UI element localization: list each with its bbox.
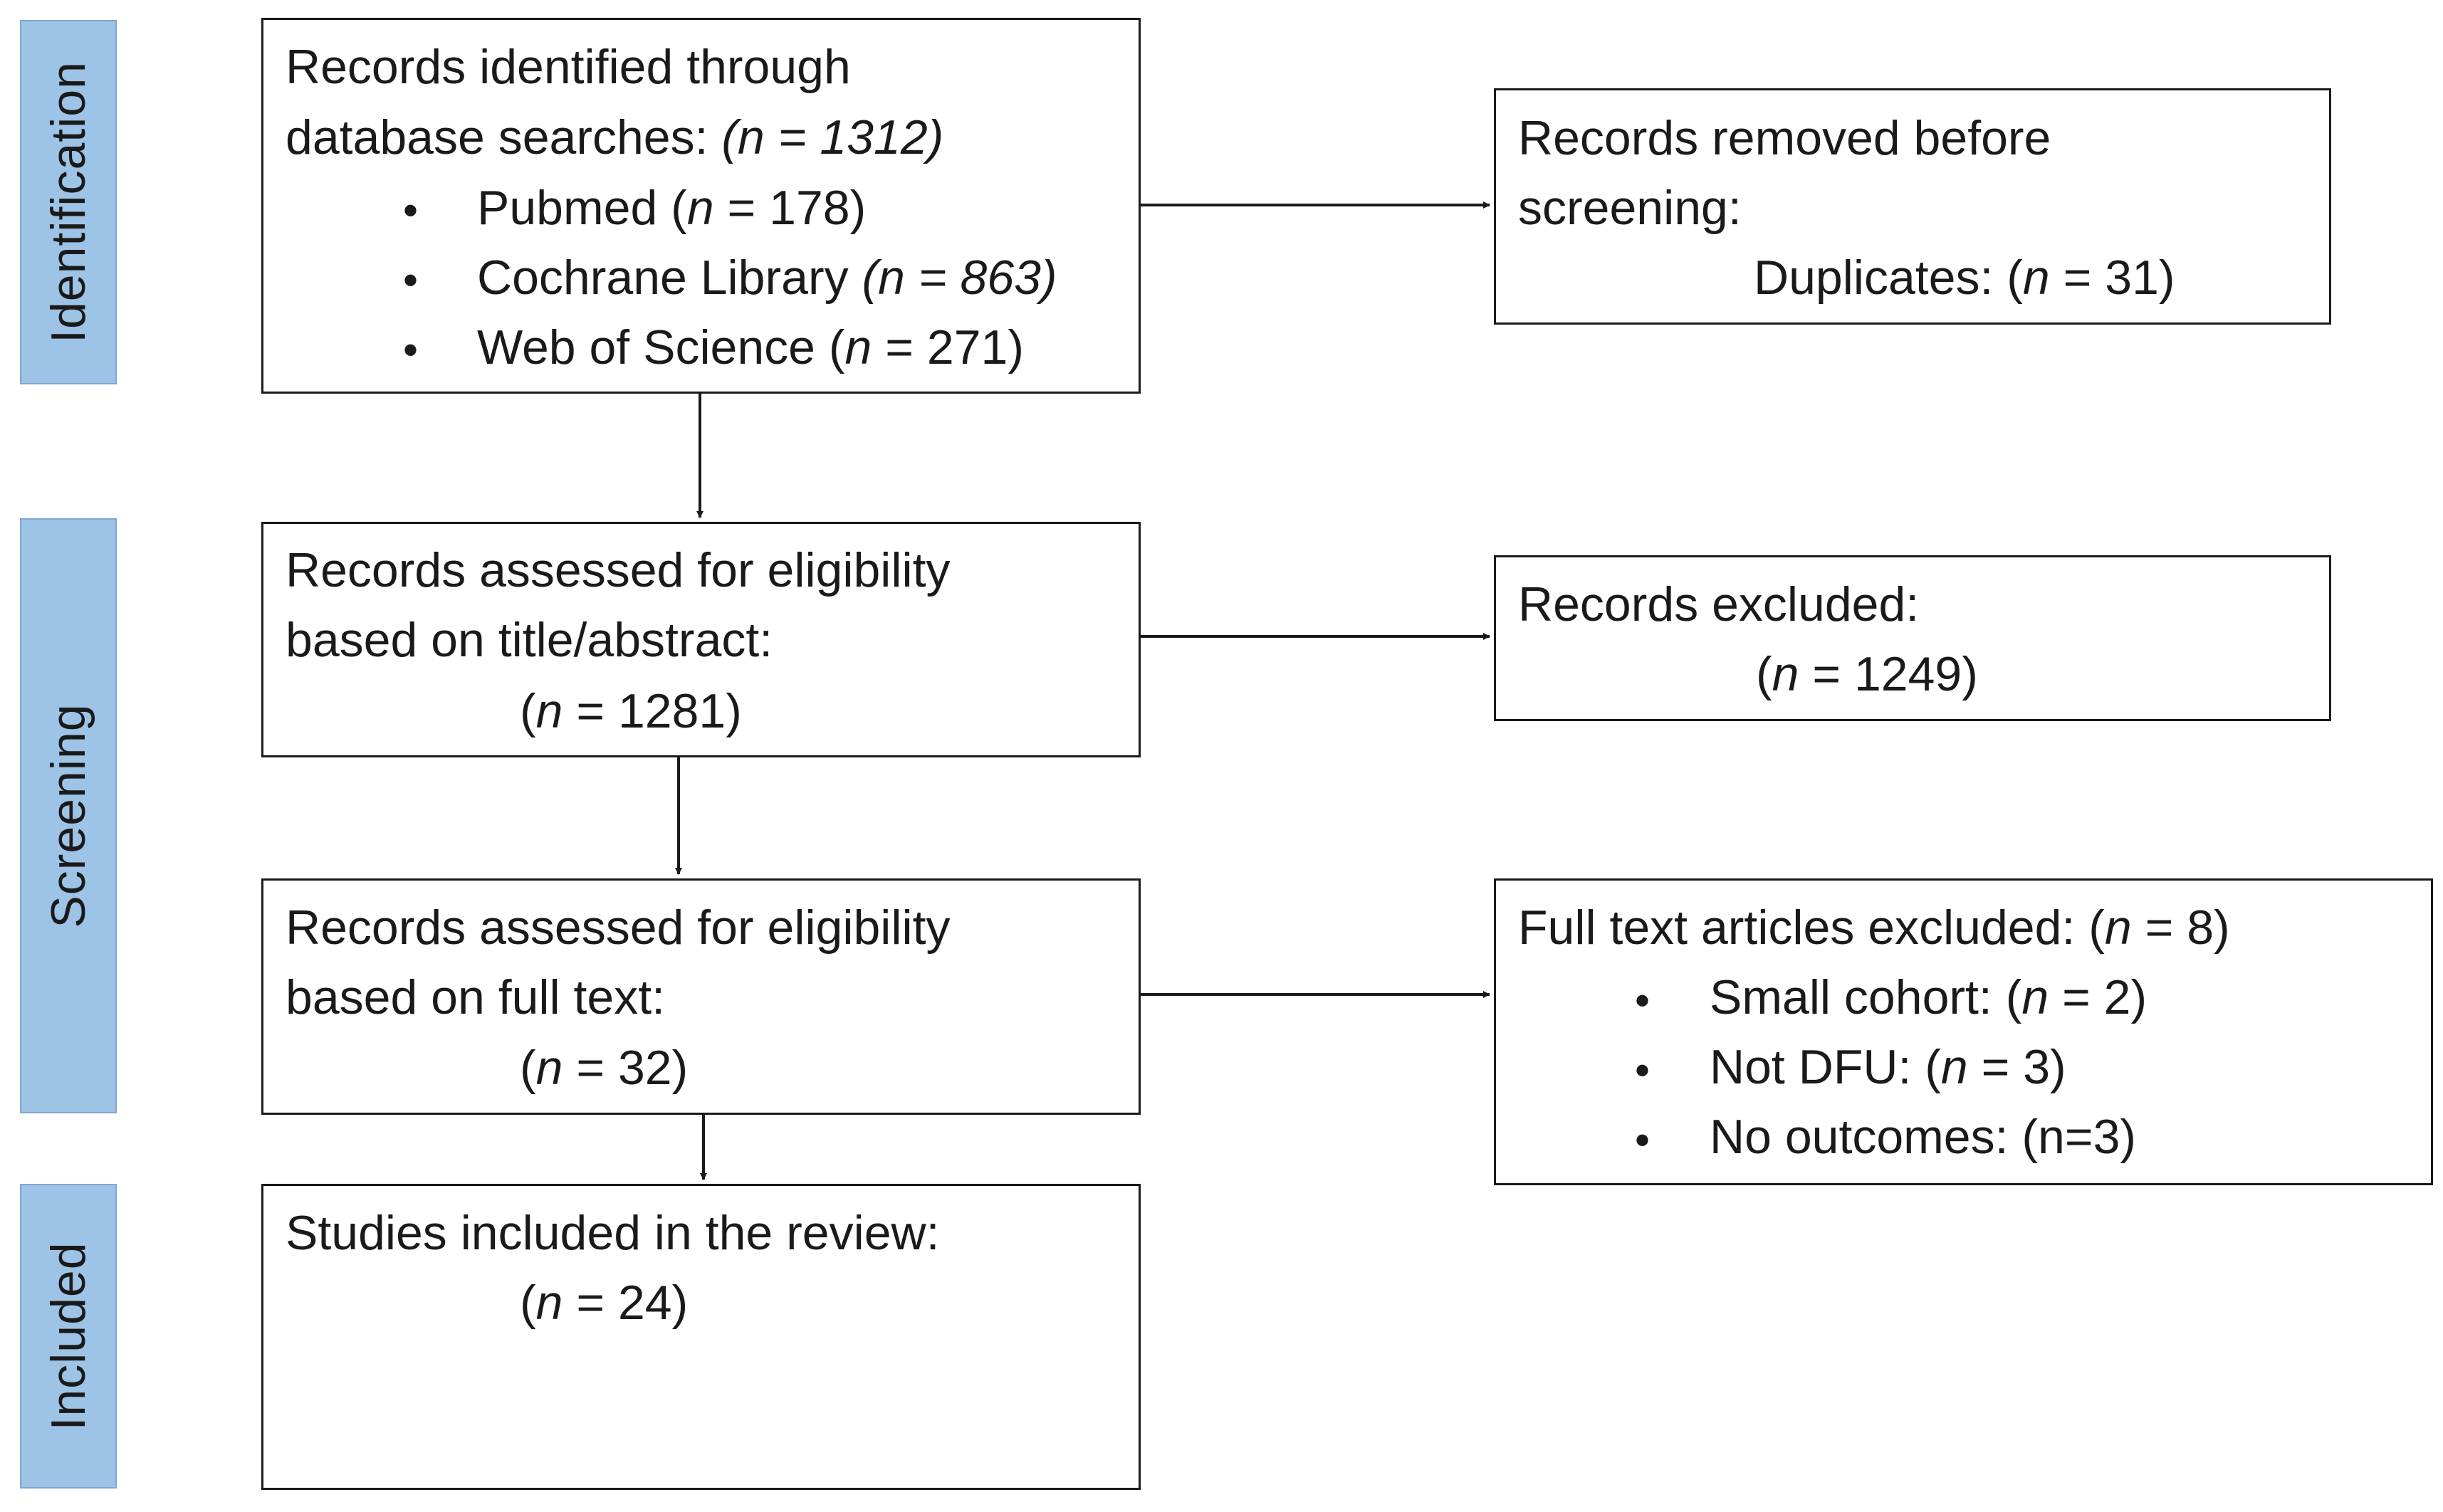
records-assessed-title-line1: Records assessed for eligibility (286, 543, 951, 597)
records-assessed-full-box: Records assessed for eligibility based o… (261, 878, 1141, 1115)
stage-identification: Identification (20, 20, 117, 384)
excluded-not-dfu: Not DFU: (n = 3) (1710, 1040, 2066, 1094)
source-cochrane: Cochrane Library (n = 863) (477, 251, 1057, 305)
stage-included: Included (20, 1184, 117, 1489)
fulltext-excluded-line1: Full text articles excluded: (n = 8) (1518, 901, 2230, 955)
records-removed-line1: Records removed before (1518, 111, 2051, 165)
records-assessed-full-line2: based on full text: (286, 970, 666, 1024)
records-identified-box: Records identified through database sear… (261, 18, 1141, 394)
studies-included-line1: Studies included in the review: (286, 1206, 940, 1260)
records-identified-total: (n = 1312) (721, 110, 944, 164)
records-excluded-box: Records excluded: (n = 1249) (1494, 555, 2331, 721)
bullet-icon: • (1635, 1116, 1651, 1164)
stage-screening: Screening (20, 518, 117, 1113)
records-removed-line2: screening: (1518, 181, 1742, 235)
records-removed-duplicates: Duplicates: (n = 31) (1754, 251, 2175, 305)
excluded-small-cohort: Small cohort: (n = 2) (1710, 970, 2148, 1024)
fulltext-excluded-box: Full text articles excluded: (n = 8) • S… (1494, 878, 2433, 1185)
records-assessed-full-count: (n = 32) (520, 1041, 689, 1095)
bullet-icon: • (1635, 1046, 1651, 1094)
source-web-of-science: Web of Science (n = 271) (477, 320, 1024, 374)
records-identified-line2: database searches: (n = 1312) (286, 110, 944, 164)
records-removed-box: Records removed before screening: Duplic… (1494, 88, 2331, 325)
studies-included-box: Studies included in the review: (n = 24) (261, 1184, 1141, 1490)
records-excluded-line1: Records excluded: (1518, 577, 1920, 631)
records-assessed-title-count: (n = 1281) (520, 684, 742, 738)
records-assessed-title-box: Records assessed for eligibility based o… (261, 522, 1141, 757)
records-assessed-title-line2: based on title/abstract: (286, 613, 773, 667)
studies-included-count: (n = 24) (520, 1276, 689, 1330)
excluded-no-outcomes: No outcomes: (n=3) (1710, 1110, 2137, 1164)
bullet-icon: • (1635, 977, 1651, 1024)
records-identified-line1: Records identified through (286, 40, 851, 94)
bullet-icon: • (403, 187, 419, 234)
bullet-icon: • (403, 326, 419, 374)
records-assessed-full-line1: Records assessed for eligibility (286, 901, 951, 955)
records-excluded-count: (n = 1249) (1756, 647, 1978, 701)
source-pubmed: Pubmed (n = 178) (477, 181, 867, 235)
bullet-icon: • (403, 256, 419, 304)
